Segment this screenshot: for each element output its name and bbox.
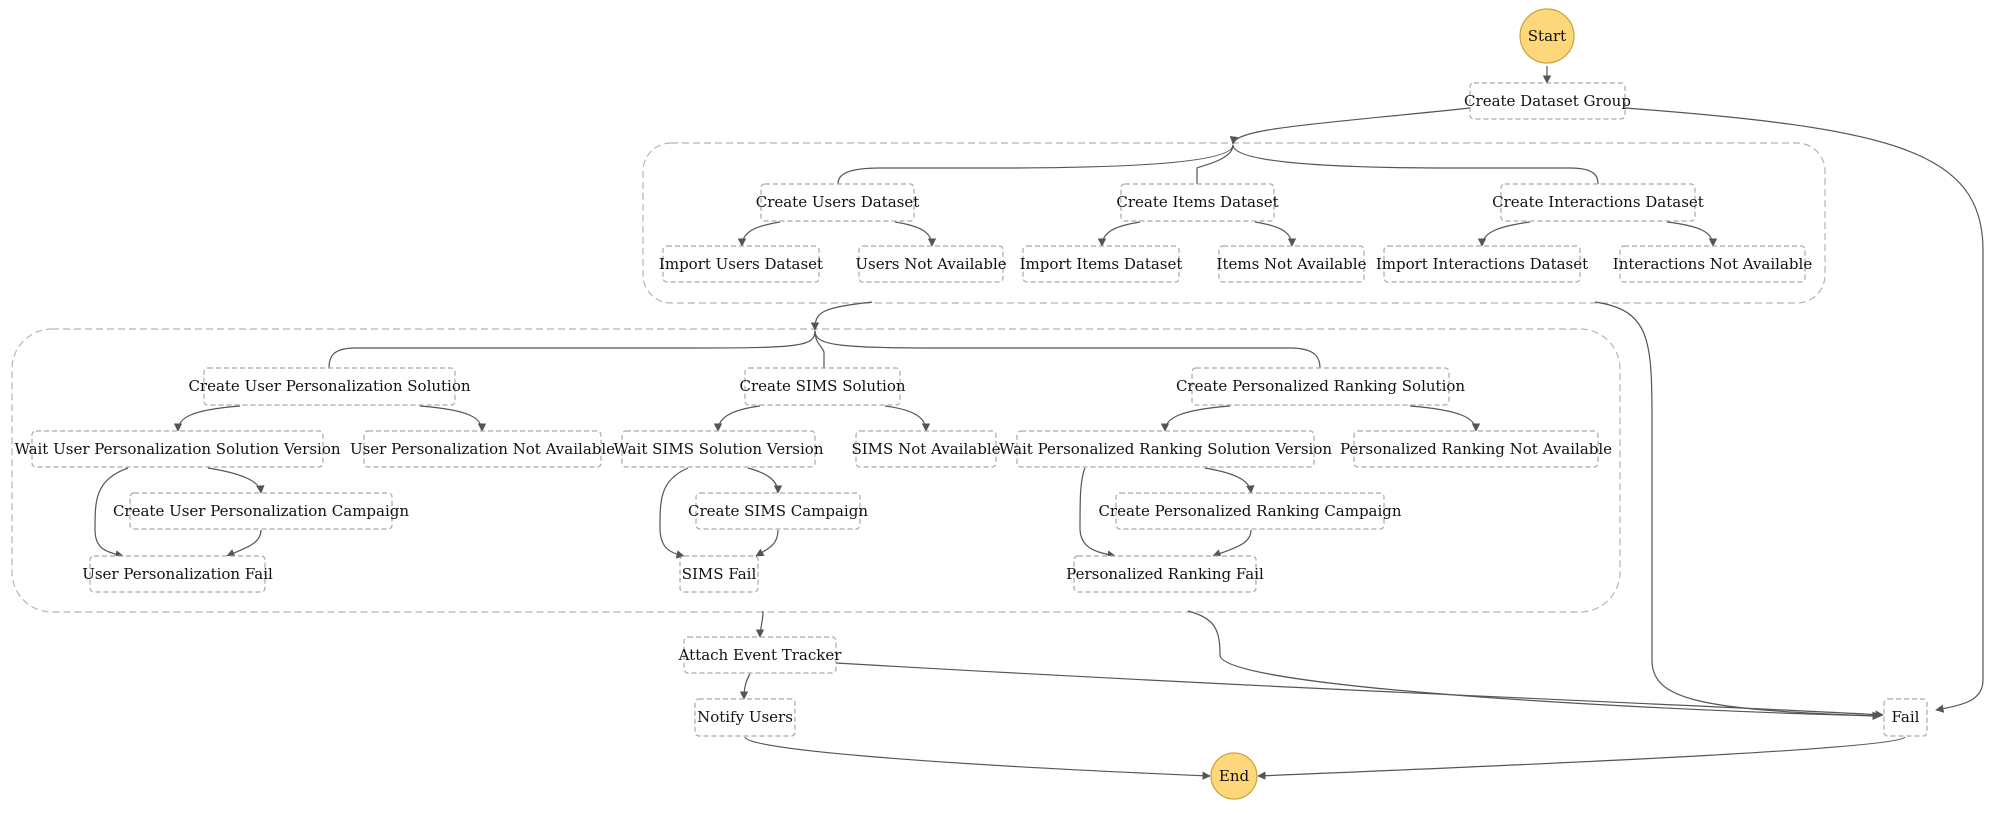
import-interactions-dataset-label: Import Interactions Dataset	[1376, 255, 1588, 273]
edge-fail-to-end	[1257, 736, 1906, 780]
users-not-available-label: Users Not Available	[855, 255, 1006, 273]
create-users-dataset-label: Create Users Dataset	[756, 193, 920, 211]
create-sims-campaign-label: Create SIMS Campaign	[688, 502, 868, 520]
edge-datasets-group-to-solutions-group	[810, 301, 873, 331]
edge-sims-solution-to-wait-version	[713, 405, 761, 432]
edge-solutions-fork-to-user-personalization	[328, 330, 816, 369]
edge-datasets-fork-to-items	[1196, 144, 1234, 184]
sims-not-available-node: SIMS Not Available	[851, 430, 1001, 468]
edge-notify-users-to-end	[744, 736, 1211, 780]
create-interactions-dataset-label: Create Interactions Dataset	[1492, 193, 1704, 211]
edge-pr-wait-to-fail	[1079, 467, 1116, 559]
edges	[94, 66, 1984, 780]
import-items-dataset-label: Import Items Dataset	[1020, 255, 1183, 273]
edge-create-dataset-group-to-datasets-group	[1229, 107, 1471, 145]
create-personalized-ranking-campaign-node: Create Personalized Ranking Campaign	[1098, 492, 1402, 530]
edge-sims-wait-to-campaign	[747, 467, 783, 494]
create-user-personalization-campaign-node: Create User Personalization Campaign	[113, 492, 409, 530]
fail-label: Fail	[1892, 708, 1920, 726]
wait-personalized-ranking-solution-version-node: Wait Personalized Ranking Solution Versi…	[999, 430, 1332, 468]
edge-interactions-to-import-interactions	[1477, 221, 1531, 247]
import-users-dataset-node: Import Users Dataset	[659, 245, 823, 283]
personalized-ranking-not-available-node: Personalized Ranking Not Available	[1340, 430, 1612, 468]
personalized-ranking-fail-node: Personalized Ranking Fail	[1066, 555, 1264, 593]
wait-sims-solution-version-label: Wait SIMS Solution Version	[614, 440, 824, 458]
edge-upsolution-to-not-available	[419, 405, 487, 432]
end-label: End	[1219, 767, 1250, 785]
edge-attach-event-tracker-to-notify-users	[739, 673, 751, 700]
import-items-dataset-node: Import Items Dataset	[1020, 245, 1183, 283]
items-not-available-node: Items Not Available	[1217, 245, 1367, 283]
create-personalized-ranking-campaign-label: Create Personalized Ranking Campaign	[1098, 502, 1401, 520]
edge-solutions-group-to-attach-event-tracker	[755, 610, 765, 638]
wait-personalized-ranking-solution-version-label: Wait Personalized Ranking Solution Versi…	[999, 440, 1332, 458]
personalized-ranking-fail-label: Personalized Ranking Fail	[1066, 565, 1264, 583]
wait-sims-solution-version-node: Wait SIMS Solution Version	[614, 430, 824, 468]
create-user-personalization-campaign-label: Create User Personalization Campaign	[113, 502, 409, 520]
wait-user-personalization-solution-version-node: Wait User Personalization Solution Versi…	[14, 430, 341, 468]
attach-event-tracker-node: Attach Event Tracker	[678, 636, 843, 674]
create-dataset-group-node: Create Dataset Group	[1464, 82, 1631, 120]
create-sims-campaign-node: Create SIMS Campaign	[688, 492, 868, 530]
interactions-not-available-node: Interactions Not Available	[1613, 245, 1813, 283]
start-node: Start	[1519, 8, 1575, 64]
edge-solutions-fork-to-personalized-ranking	[814, 330, 1321, 369]
personalized-ranking-not-available-label: Personalized Ranking Not Available	[1340, 440, 1612, 458]
user-personalization-fail-node: User Personalization Fail	[82, 555, 273, 593]
edge-sims-solution-to-not-available	[884, 405, 931, 432]
notify-users-node: Notify Users	[694, 698, 796, 737]
edge-items-to-import-items	[1097, 221, 1141, 247]
user-personalization-fail-label: User Personalization Fail	[82, 565, 273, 583]
edge-solutions-group-to-fail	[1187, 610, 1881, 721]
create-personalized-ranking-solution-label: Create Personalized Ranking Solution	[1176, 377, 1465, 395]
attach-event-tracker-label: Attach Event Tracker	[678, 646, 843, 664]
edge-up-wait-to-campaign	[207, 467, 265, 494]
items-not-available-label: Items Not Available	[1217, 255, 1367, 273]
create-items-dataset-label: Create Items Dataset	[1116, 193, 1278, 211]
edge-prsolution-to-wait-version	[1160, 405, 1231, 432]
end-node: End	[1210, 752, 1258, 800]
create-interactions-dataset-node: Create Interactions Dataset	[1492, 183, 1704, 222]
fail-node: Fail	[1883, 698, 1928, 737]
edge-datasets-fork-to-users	[837, 144, 1234, 185]
create-user-personalization-solution-label: Create User Personalization Solution	[188, 377, 470, 395]
user-personalization-not-available-node: User Personalization Not Available	[350, 430, 615, 468]
edge-sims-wait-to-fail	[659, 467, 689, 559]
edge-interactions-to-interactions-not-available	[1666, 221, 1718, 247]
edge-pr-campaign-to-fail	[1212, 529, 1252, 558]
interactions-not-available-label: Interactions Not Available	[1613, 255, 1813, 273]
create-dataset-group-label: Create Dataset Group	[1464, 92, 1631, 110]
start-label: Start	[1528, 27, 1566, 45]
edge-datasets-fork-to-interactions	[1232, 144, 1599, 185]
import-interactions-dataset-node: Import Interactions Dataset	[1376, 245, 1588, 283]
edge-users-to-import-users	[737, 221, 781, 247]
import-users-dataset-label: Import Users Dataset	[659, 255, 823, 273]
edge-attach-event-tracker-to-fail	[835, 662, 1884, 719]
create-sims-solution-label: Create SIMS Solution	[739, 377, 905, 395]
create-user-personalization-solution-node: Create User Personalization Solution	[188, 367, 471, 406]
edge-prsolution-to-not-available	[1409, 405, 1481, 432]
sims-fail-node: SIMS Fail	[679, 555, 759, 593]
edge-up-wait-to-fail	[94, 467, 129, 559]
edge-datasets-group-to-fail	[1594, 301, 1881, 720]
sims-fail-label: SIMS Fail	[682, 565, 757, 583]
user-personalization-not-available-label: User Personalization Not Available	[350, 440, 615, 458]
create-personalized-ranking-solution-node: Create Personalized Ranking Solution	[1176, 367, 1465, 406]
create-users-dataset-node: Create Users Dataset	[756, 183, 920, 222]
edge-sims-campaign-to-fail	[755, 529, 779, 557]
users-not-available-node: Users Not Available	[855, 245, 1007, 283]
edge-items-to-items-not-available	[1254, 221, 1297, 247]
notify-users-label: Notify Users	[697, 708, 793, 726]
create-items-dataset-node: Create Items Dataset	[1116, 183, 1279, 222]
edge-users-to-users-not-available	[894, 221, 937, 247]
edge-up-campaign-to-fail	[226, 529, 262, 557]
edge-create-dataset-group-to-fail	[1624, 107, 1984, 713]
create-sims-solution-node: Create SIMS Solution	[739, 367, 906, 406]
edge-pr-wait-to-campaign	[1204, 467, 1255, 494]
edge-upsolution-to-wait-version	[173, 405, 241, 432]
wait-user-personalization-solution-version-label: Wait User Personalization Solution Versi…	[14, 440, 340, 458]
sims-not-available-label: SIMS Not Available	[851, 440, 1000, 458]
